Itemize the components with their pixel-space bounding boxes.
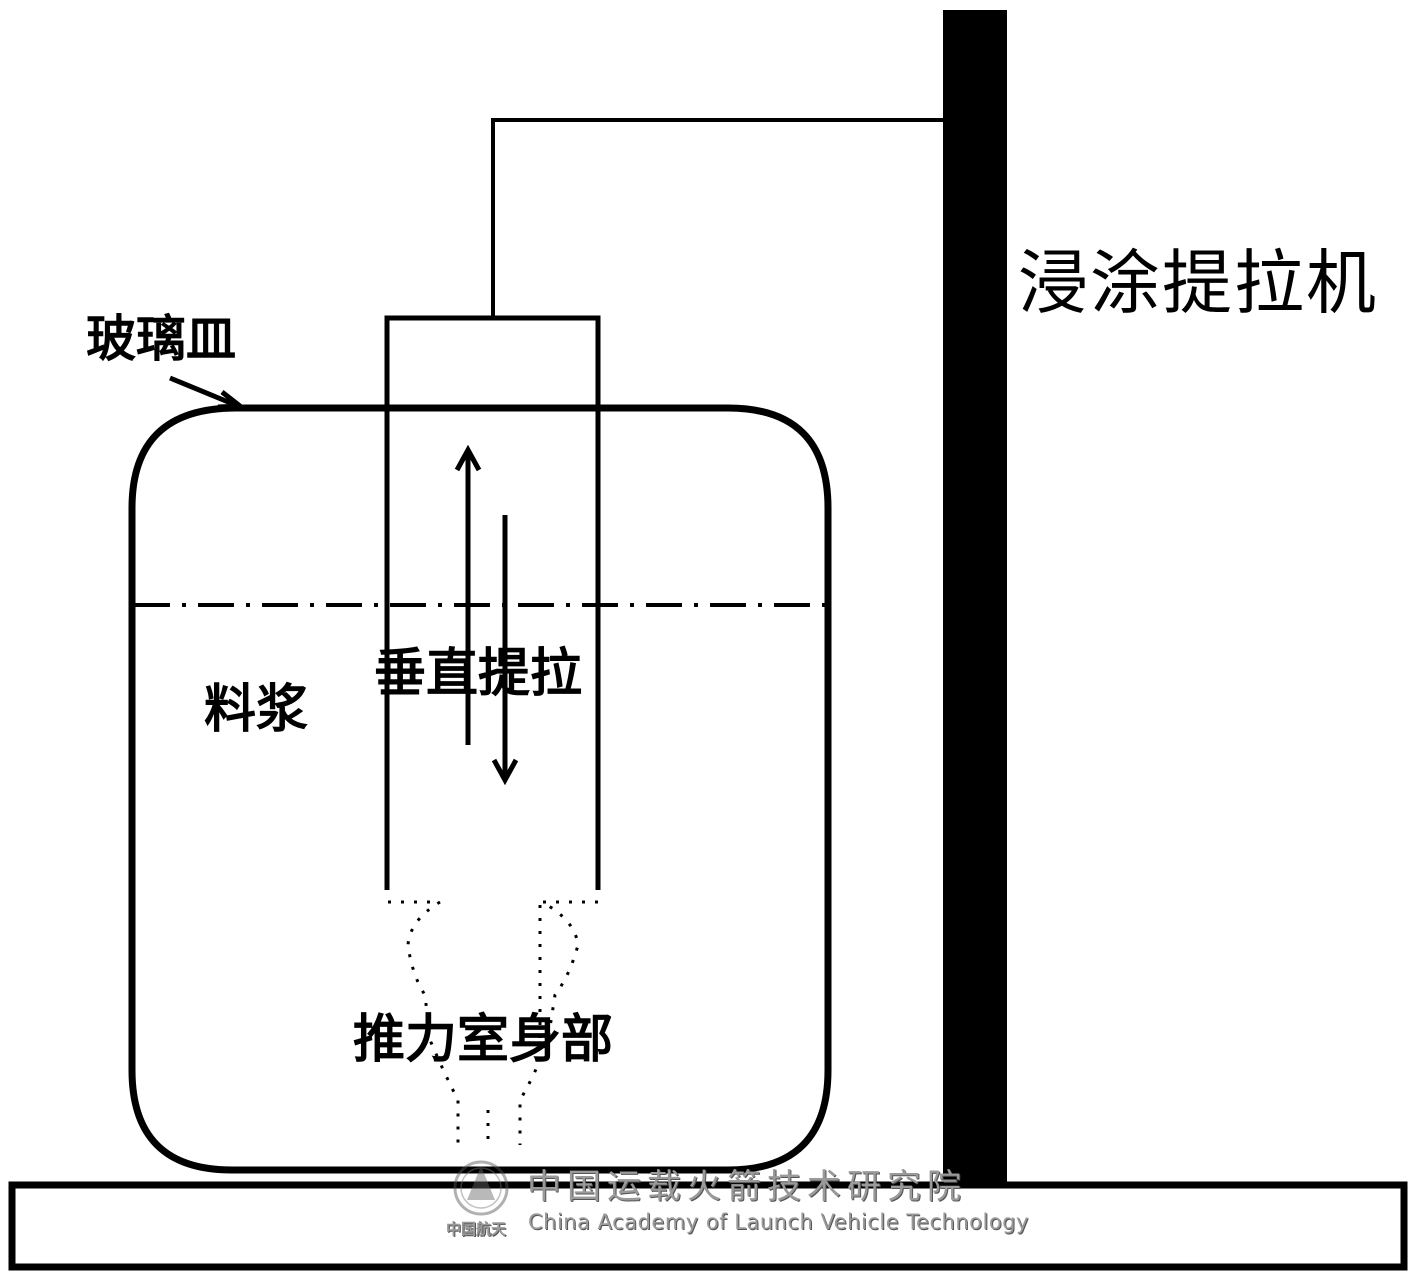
dip-coater-label: 浸涂提拉机: [1018, 242, 1378, 324]
watermark-brand: 中国航天: [446, 1220, 507, 1238]
glass-dish-label: 玻璃皿: [86, 310, 236, 368]
slurry-label: 料浆: [204, 680, 309, 740]
watermark-org-cn: 中国运载火箭技术研究院: [527, 1167, 967, 1207]
thrust-chamber-label: 推力室身部: [353, 1010, 614, 1070]
down-arrowhead: [491, 758, 519, 786]
glass-dish-leader-arrow: [169, 375, 239, 409]
base-platform: [8, 1181, 1408, 1271]
lifting-arm: [491, 118, 943, 318]
sample-holder: [384, 315, 601, 890]
watermark-org-en: China Academy of Launch Vehicle Technolo…: [528, 1210, 1029, 1234]
dip-coater-column: [943, 10, 1007, 1182]
vertical-lift-label: 垂直提拉: [374, 644, 583, 704]
thrust-chamber-outline: [388, 900, 598, 1145]
glass-dish: [128, 404, 832, 1174]
leader-arrowhead: [217, 390, 247, 410]
up-arrowhead: [454, 444, 482, 472]
calt-logo-watermark: [453, 1160, 509, 1216]
